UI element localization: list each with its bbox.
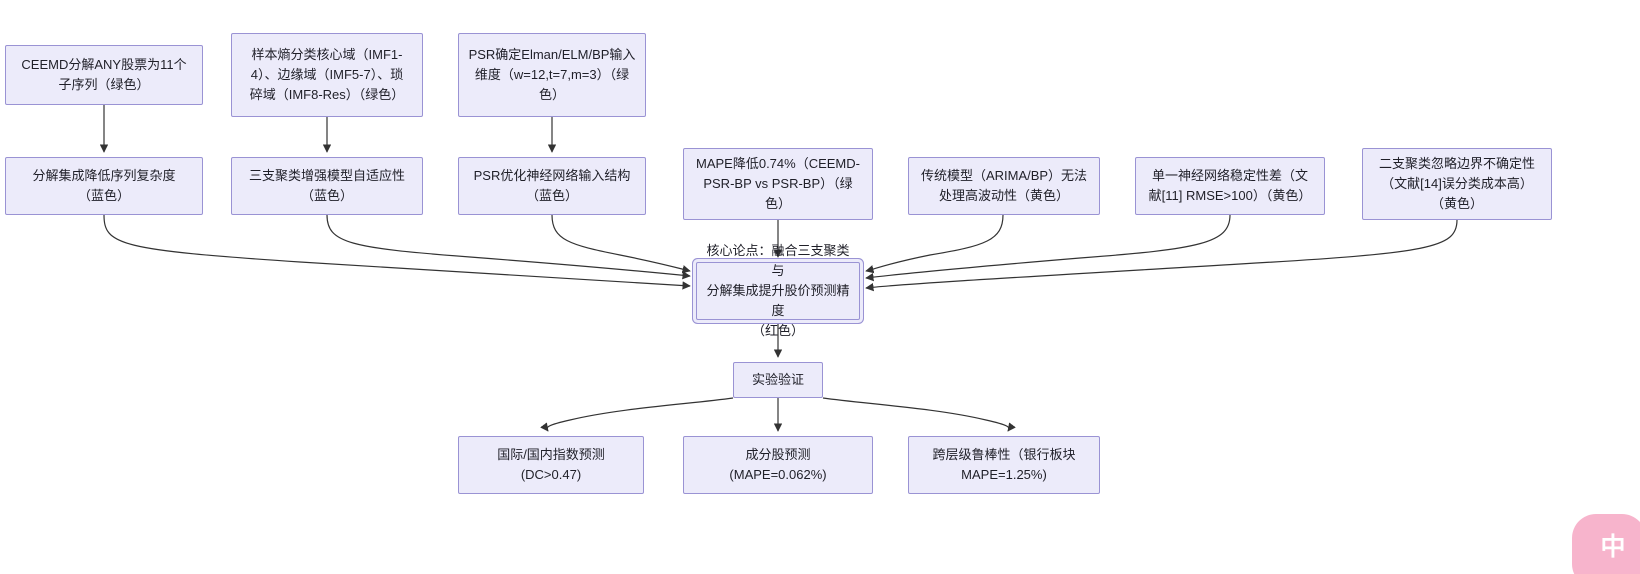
node-experimental-validation[interactable]: 实验验证	[733, 362, 823, 398]
edge-n5-n11	[326, 214, 691, 280]
watermark-badge: 中	[1572, 514, 1640, 574]
node-label: 样本熵分类核心域（IMF1- 4）、边缘域（IMF5-7）、琐 碎域（IMF8-…	[249, 46, 405, 103]
node-two-way-clustering-limitation[interactable]: 二支聚类忽略边界不确定性 （文献[14]误分类成本高） （黄色）	[1362, 148, 1552, 220]
node-traditional-models-limitation[interactable]: 传统模型（ARIMA/BP）无法 处理高波动性（黄色）	[908, 157, 1100, 215]
node-decomposition-reduces-complexity[interactable]: 分解集成降低序列复杂度 （蓝色）	[5, 157, 203, 215]
node-psr-optimizes-network-input[interactable]: PSR优化神经网络输入结构 （蓝色）	[458, 157, 646, 215]
node-label: 跨层级鲁棒性（银行板块 MAPE=1.25%)	[932, 446, 1076, 482]
node-constituent-stock-outcome[interactable]: 成分股预测 (MAPE=0.062%)	[683, 436, 873, 494]
node-label: CEEMD分解ANY股票为11个 子序列（绿色）	[21, 56, 187, 92]
node-three-way-clustering-adaptivity[interactable]: 三支聚类增强模型自适应性 （蓝色）	[231, 157, 423, 215]
node-label: 成分股预测 (MAPE=0.062%)	[729, 446, 827, 482]
edge-n8-n11	[865, 214, 1004, 274]
node-label: 三支聚类增强模型自适应性 （蓝色）	[248, 167, 405, 203]
node-single-network-instability[interactable]: 单一神经网络稳定性差（文 献[11] RMSE>100）（黄色）	[1135, 157, 1325, 215]
node-sample-entropy-classification[interactable]: 样本熵分类核心域（IMF1- 4）、边缘域（IMF5-7）、琐 碎域（IMF8-…	[231, 33, 423, 117]
node-index-prediction-outcome[interactable]: 国际/国内指数预测 (DC>0.47)	[458, 436, 644, 494]
node-ceemd-decompose[interactable]: CEEMD分解ANY股票为11个 子序列（绿色）	[5, 45, 203, 105]
node-label: MAPE降低0.74%（CEEMD- PSR-BP vs PSR-BP）（绿 色…	[696, 155, 860, 212]
node-label: 二支聚类忽略边界不确定性 （文献[14]误分类成本高） （黄色）	[1378, 155, 1535, 212]
node-label: 国际/国内指数预测 (DC>0.47)	[497, 446, 605, 482]
node-core-thesis[interactable]: 核心论点：融合三支聚类与 分解集成提升股价预测精度 （红色）	[696, 243, 860, 338]
node-label: 核心论点：融合三支聚类与 分解集成提升股价预测精度 （红色）	[706, 242, 850, 339]
edge-n12-n15	[822, 397, 1016, 432]
node-label: PSR确定Elman/ELM/BP输入 维度（w=12,t=7,m=3）（绿 色…	[468, 46, 636, 103]
edge-n10-n11	[865, 219, 1458, 292]
node-label: PSR优化神经网络输入结构 （蓝色）	[473, 167, 631, 203]
edge-n9-n11	[865, 214, 1231, 282]
node-label: 传统模型（ARIMA/BP）无法 处理高波动性（黄色）	[920, 167, 1088, 203]
edge-n6-n11	[551, 214, 691, 274]
node-psr-input-dimension[interactable]: PSR确定Elman/ELM/BP输入 维度（w=12,t=7,m=3）（绿 色…	[458, 33, 646, 117]
node-cross-level-robustness-outcome[interactable]: 跨层级鲁棒性（银行板块 MAPE=1.25%)	[908, 436, 1100, 494]
edge-n12-n13	[540, 397, 734, 432]
watermark-text: 中	[1600, 532, 1626, 561]
node-label: 分解集成降低序列复杂度 （蓝色）	[32, 167, 176, 203]
node-label: 实验验证	[751, 371, 804, 387]
node-mape-improvement[interactable]: MAPE降低0.74%（CEEMD- PSR-BP vs PSR-BP）（绿 色…	[683, 148, 873, 220]
node-label: 单一神经网络稳定性差（文 献[11] RMSE>100）（黄色）	[1148, 167, 1312, 203]
edge-n4-n11	[103, 214, 691, 290]
